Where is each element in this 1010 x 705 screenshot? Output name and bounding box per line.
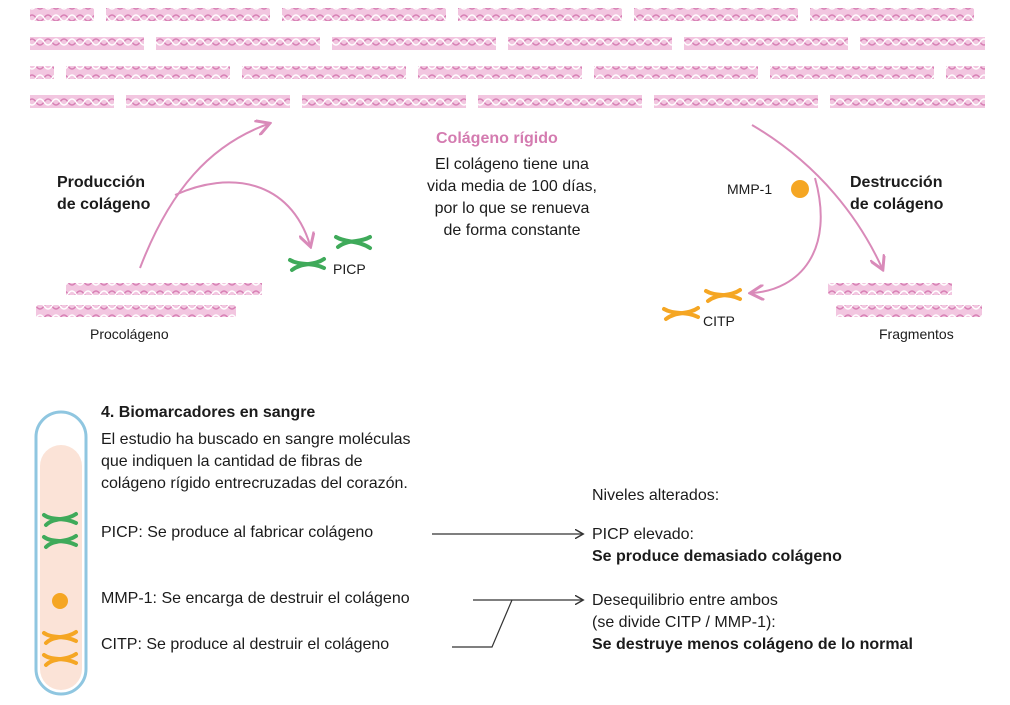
production-arrow (139, 124, 268, 269)
fragment-fiber (836, 305, 982, 317)
citp-molecule (662, 288, 742, 321)
collagen-fiber (30, 66, 54, 79)
collagen-fiber (126, 95, 290, 108)
citp-label: CITP (703, 313, 735, 329)
center-line: por lo que se renueva (434, 200, 590, 217)
result-picp: PICP elevado: Se produce demasiado colág… (592, 524, 842, 568)
result-line: PICP elevado: (592, 526, 694, 543)
center-line: de forma constante (443, 222, 581, 239)
intro-line: colágeno rígido entrecruzadas del corazó… (101, 475, 408, 492)
destruction-line: de colágeno (850, 196, 944, 213)
collagen-fiber (634, 8, 798, 21)
collagen-fiber (242, 66, 406, 79)
collagen-fiber (830, 95, 985, 108)
collagen-fiber (478, 95, 642, 108)
collagen-fiber (508, 37, 672, 50)
picp-label: PICP (333, 261, 366, 277)
picp-molecule (288, 235, 372, 272)
procollagen-fiber (66, 283, 262, 295)
fragment-fiber (828, 283, 952, 295)
collagen-fiber (332, 37, 496, 50)
intro-line: que indiquen la cantidad de fibras de (101, 453, 363, 470)
mmp1-row: MMP-1: Se encarga de destruir el colágen… (101, 590, 410, 607)
collagen-fiber (66, 66, 230, 79)
result-imbalance: Desequilibrio entre ambos (se divide CIT… (592, 590, 913, 656)
collagen-fiber (282, 8, 446, 21)
picp-row: PICP: Se produce al fabricar colágeno (101, 524, 374, 541)
collagen-fiber (860, 37, 985, 50)
collagen-fiber (458, 8, 622, 21)
collagen-fiber (810, 8, 974, 21)
procollagen-fiber (36, 305, 236, 317)
collagen-fiber (654, 95, 818, 108)
mmp1-dot (791, 180, 809, 198)
result-emphasis: Se produce demasiado colágeno (592, 548, 842, 565)
fragments-label: Fragmentos (879, 326, 954, 342)
collagen-fiber (30, 37, 144, 50)
center-line: El colágeno tiene una (435, 156, 589, 173)
citp-release-arrow (752, 177, 822, 293)
collagen-fiber (770, 66, 934, 79)
production-line: de colágeno (57, 196, 151, 213)
collagen-fiber (302, 95, 466, 108)
production-title: Producción de colágeno (57, 172, 150, 216)
destruction-arrow (751, 124, 882, 268)
collagen-fiber (106, 8, 270, 21)
citp-connector (452, 599, 513, 648)
collagen-fibers (30, 8, 985, 108)
collagen-fiber (684, 37, 848, 50)
procollagen-label: Procolágeno (90, 326, 169, 342)
test-tube (34, 410, 88, 696)
center-line: vida media de 100 días, (427, 178, 597, 195)
collagen-fiber (156, 37, 320, 50)
result-emphasis: Se destruye menos colágeno de lo normal (592, 636, 913, 653)
biomarkers-intro: El estudio ha buscado en sangre molécula… (101, 429, 411, 495)
collagen-fiber (946, 66, 985, 79)
biomarkers-title: 4. Biomarcadores en sangre (101, 404, 316, 421)
collagen-fiber (30, 8, 94, 21)
levels-title: Niveles alterados: (592, 487, 720, 504)
result-line: (se divide CITP / MMP-1): (592, 614, 776, 631)
intro-line: El estudio ha buscado en sangre molécula… (101, 431, 411, 448)
production-line: Producción (57, 174, 146, 191)
center-title: Colágeno rígido (436, 130, 558, 147)
mmp1-label: MMP-1 (727, 181, 773, 197)
destruction-line: Destrucción (850, 174, 943, 191)
citp-row: CITP: Se produce al destruir el colágeno (101, 636, 390, 653)
destruction-title: Destrucción de colágeno (850, 172, 943, 216)
collagen-fiber (594, 66, 758, 79)
picp-release-arrow (174, 181, 310, 245)
collagen-fiber (418, 66, 582, 79)
collagen-fiber (30, 95, 114, 108)
center-description: El colágeno tiene una vida media de 100 … (392, 154, 632, 242)
result-line: Desequilibrio entre ambos (592, 592, 778, 609)
